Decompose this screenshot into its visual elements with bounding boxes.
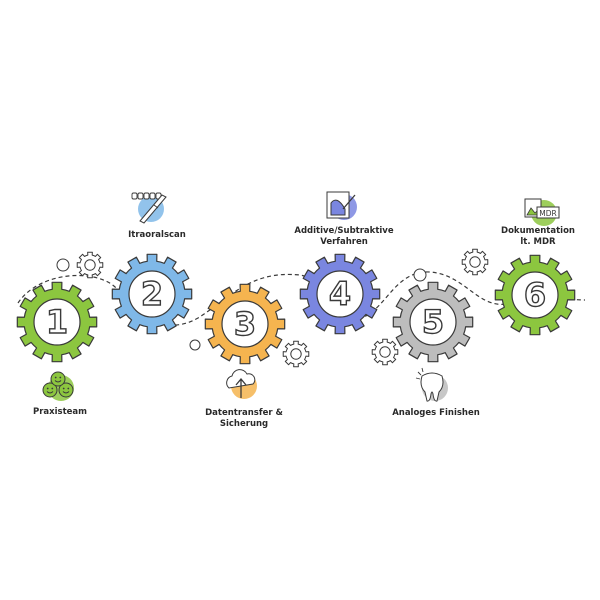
- step-5-gear: 5: [392, 281, 474, 363]
- step-1-gear-hub: [33, 298, 81, 346]
- small-gear-5: [461, 248, 489, 276]
- step-3-label-line-2: Sicherung: [219, 419, 269, 429]
- small-gear-4-hub: [379, 346, 391, 358]
- step-5-label-line-1: Analoges Finishen: [392, 408, 480, 418]
- small-gear-3: [282, 340, 310, 368]
- step-1-number: 1: [46, 303, 68, 341]
- mdr-document-icon: MDR: [524, 198, 560, 226]
- small-gear-1-hub: [84, 259, 96, 271]
- small-ring-7: [189, 339, 201, 351]
- small-ring-6: [413, 268, 427, 282]
- step-6-label-line-1: Dokumentation: [501, 226, 575, 236]
- step-5-gear-hub: [409, 298, 457, 346]
- step-1-label: Praxisteam: [0, 407, 120, 418]
- step-2-gear: 2: [111, 253, 193, 335]
- milling-printing-icon: [326, 191, 357, 220]
- step-2-number: 2: [141, 275, 163, 313]
- step-3-label: Datentransfer & Sicherung: [184, 408, 304, 430]
- step-3-label-line-1: Datentransfer &: [205, 408, 283, 418]
- small-gear-3-hub: [290, 348, 302, 360]
- step-icons-group: MDR: [42, 191, 560, 402]
- step-6-label: Dokumentation lt. MDR: [478, 226, 598, 248]
- step-1-label-line-1: Praxisteam: [32, 407, 88, 417]
- step-6-gear-hub: [511, 271, 559, 319]
- small-gear-4: [371, 338, 399, 366]
- step-gears-group: 1 2 3 4 5 6: [16, 253, 576, 365]
- step-2-label-line-1: Itraoralscan: [128, 230, 186, 240]
- small-gears-group: [56, 248, 489, 368]
- step-4-gear: 4: [299, 253, 381, 335]
- step-5-label: Analoges Finishen: [376, 408, 496, 419]
- small-gear-5-hub: [469, 256, 481, 268]
- step-6-gear: 6: [494, 254, 576, 336]
- step-3-number: 3: [234, 305, 256, 343]
- step-6-label-line-2: lt. MDR: [520, 237, 556, 247]
- step-4-gear-hub: [316, 270, 364, 318]
- tooth-icon: [415, 367, 448, 402]
- step-4-label: Additive/Subtraktive Verfahren: [284, 226, 404, 248]
- small-ring-2: [56, 258, 70, 272]
- step-2-label: Itraoralscan: [97, 230, 217, 241]
- step-3-gear: 3: [204, 283, 286, 365]
- step-4-label-line-2: Verfahren: [320, 237, 368, 247]
- step-4-number: 4: [329, 275, 351, 313]
- step-3-gear-hub: [221, 300, 269, 348]
- svg-text:MDR: MDR: [539, 209, 556, 218]
- step-6-number: 6: [524, 276, 546, 314]
- intraoral-scanner-icon: [131, 192, 167, 224]
- step-2-gear-hub: [128, 270, 176, 318]
- cloud-upload-icon: [226, 369, 257, 399]
- step-1-gear: 1: [16, 281, 98, 363]
- step-5-number: 5: [422, 303, 444, 341]
- small-gear-1: [76, 251, 104, 279]
- step-4-label-line-1: Additive/Subtraktive: [294, 226, 394, 236]
- smiley-faces-icon: [42, 371, 74, 401]
